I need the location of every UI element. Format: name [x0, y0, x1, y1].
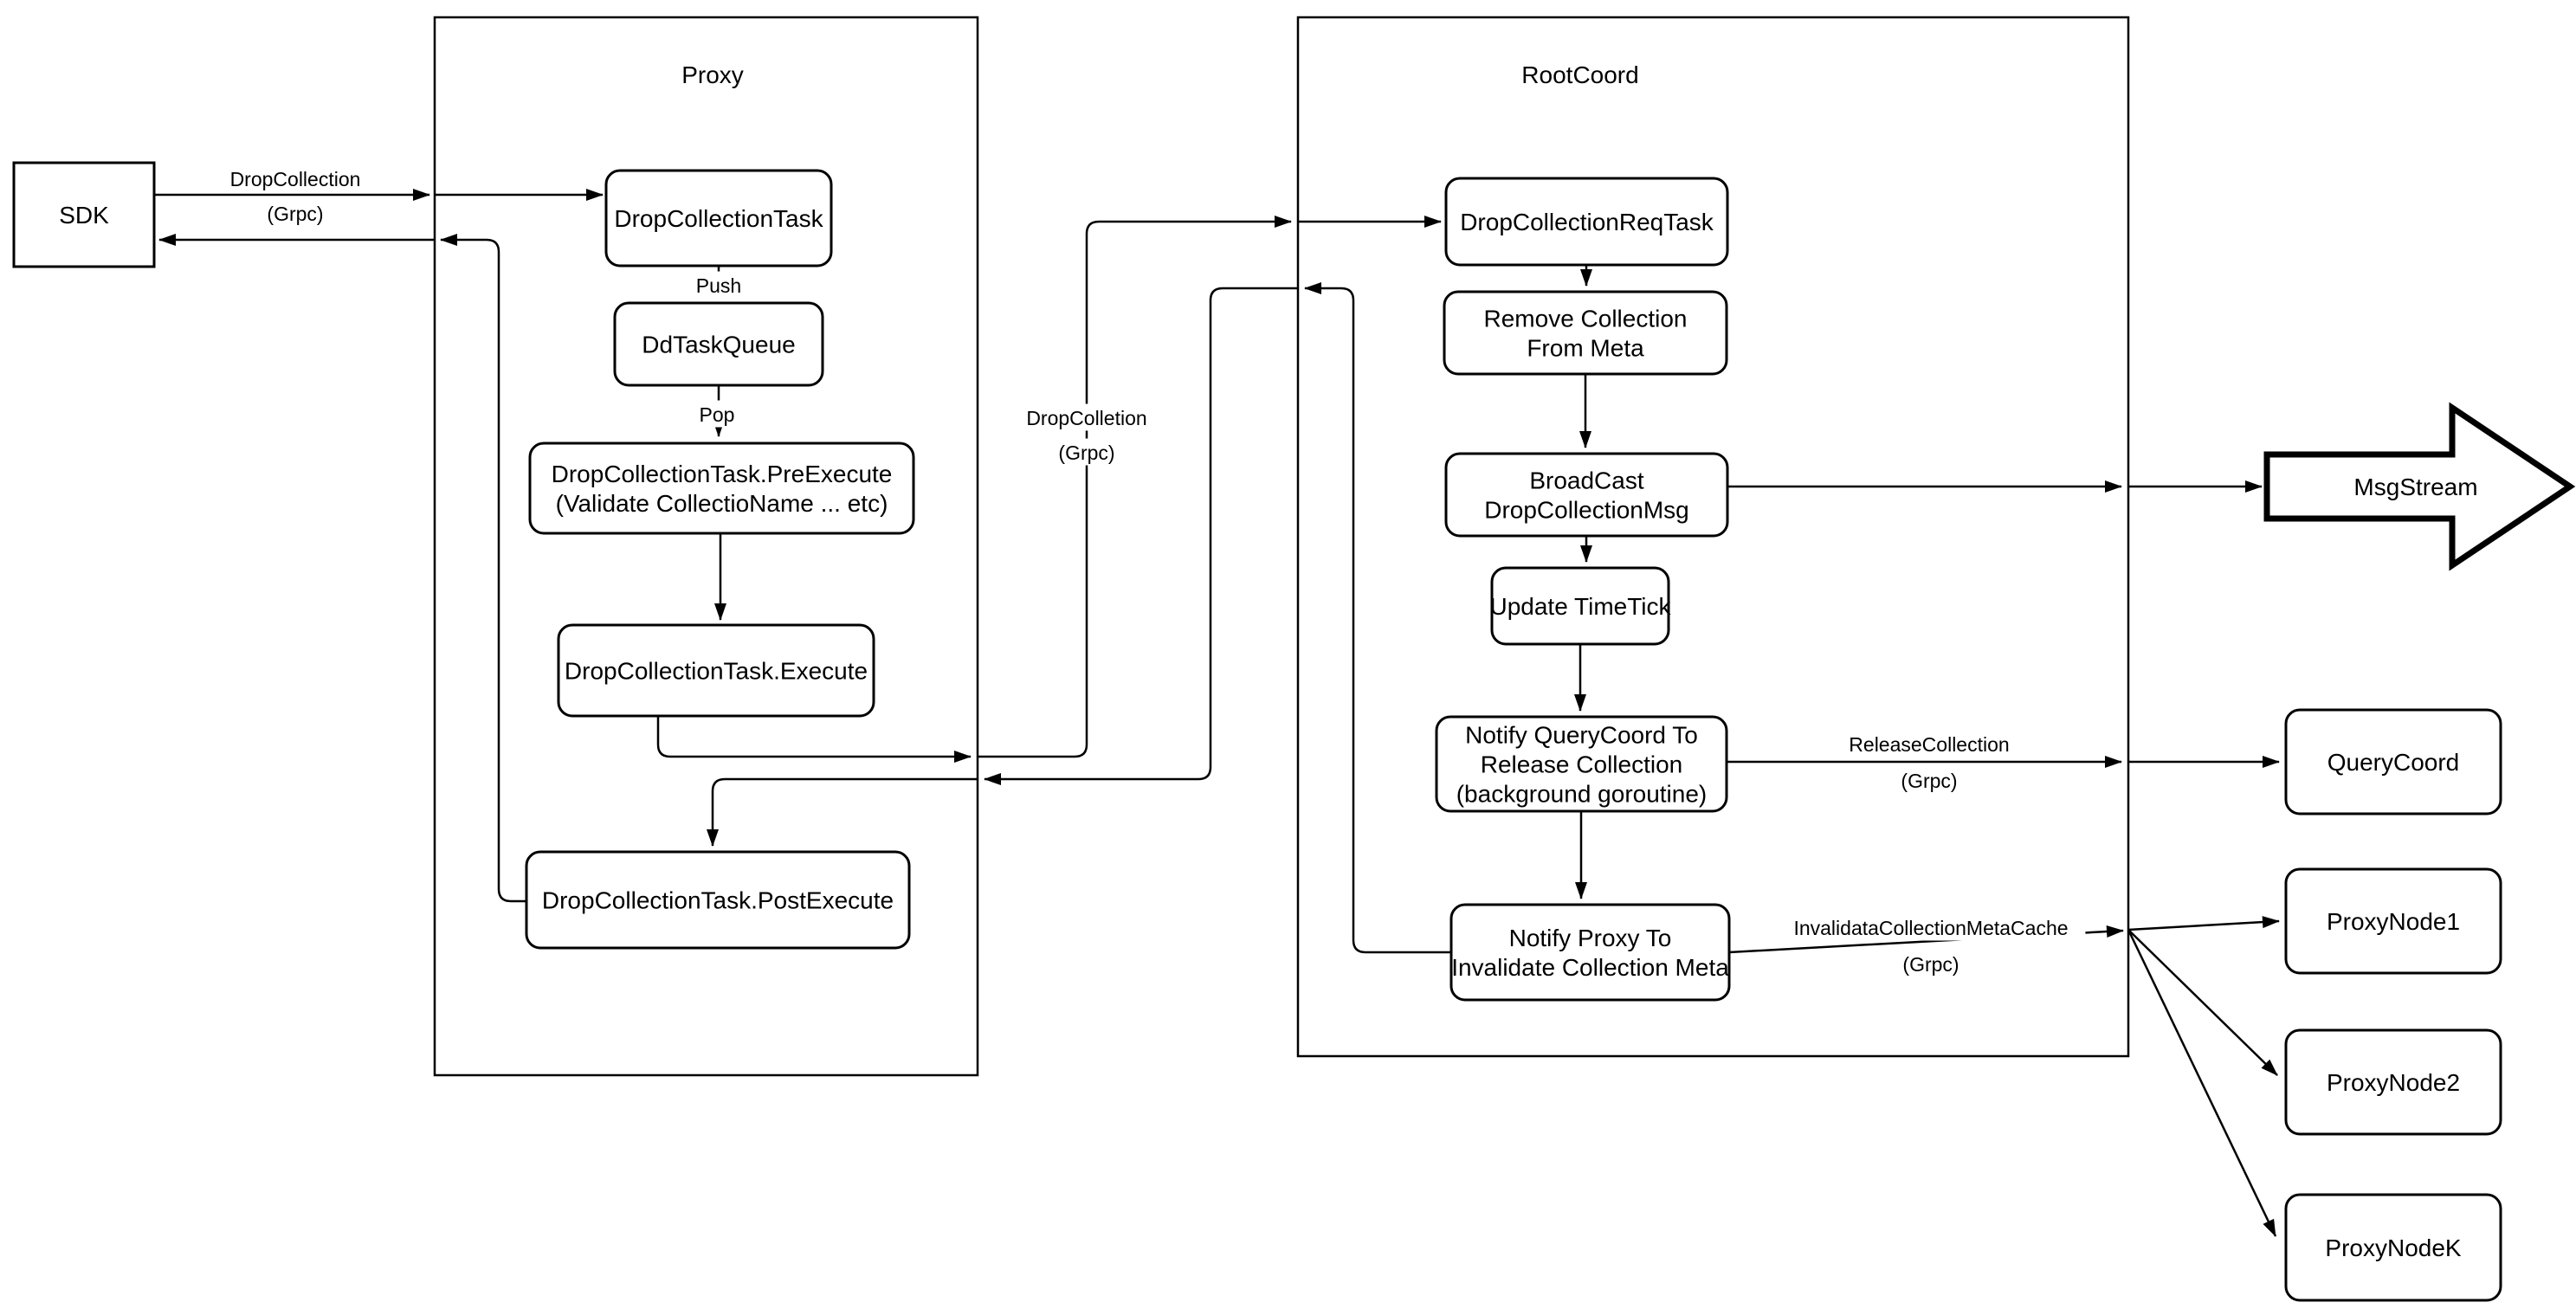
edge-label-label-dropcollection-grpc-line1: DropCollection: [230, 168, 361, 190]
node-remove-collection-from-meta: [1443, 290, 1728, 376]
edge-label-bg-label-dropcolletion-grpc-line2: [1051, 438, 1122, 466]
node-label-drop-collection-req-task: DropCollectionReqTask: [1460, 209, 1714, 235]
edge-label-label-dropcolletion-grpc-line2: (Grpc): [1058, 442, 1114, 464]
edge-label-bg-label-dropcollection-grpc-line1: [218, 164, 372, 192]
node-label-pre-execute-line1: DropCollectionTask.PreExecute: [552, 461, 893, 487]
edge-label-bg-label-releasecollection-line2: [1894, 766, 1965, 794]
node-execute: [557, 623, 875, 718]
edge-label-label-invalidatacache-line2: (Grpc): [1902, 953, 1959, 976]
node-drop-collection-req-task: [1444, 177, 1729, 267]
node-label-drop-collection-task: DropCollectionTask: [614, 205, 823, 232]
node-pre-execute: [528, 442, 915, 535]
node-sdk: [12, 161, 156, 268]
node-dd-task-queue: [613, 301, 824, 387]
node-querycoord: [2284, 708, 2502, 815]
edge-root-edge-to-proxynode1: [2127, 916, 2280, 931]
edge-label-bg-label-push-line1: [694, 271, 744, 299]
node-label-dd-task-queue: DdTaskQueue: [642, 331, 795, 358]
edge-notifyproxy-return-out: [1304, 282, 1451, 954]
shape-label-msgstream: MsgStream: [2353, 474, 2477, 500]
container-title-proxy: Proxy: [681, 61, 744, 88]
edge-proxy-edge-to-root-edge: [978, 216, 1292, 758]
node-label-querycoord: QueryCoord: [2327, 749, 2460, 776]
edge-label-label-releasecollection-line2: (Grpc): [1901, 770, 1957, 792]
node-proxynodek: [2284, 1193, 2502, 1302]
node-label-notify-querycoord-line2: Release Collection: [1481, 751, 1682, 777]
node-label-execute: DropCollectionTask.Execute: [565, 657, 868, 684]
node-proxynode2: [2284, 1028, 2502, 1136]
edge-label-bg-label-dropcollection-grpc-line2: [260, 199, 331, 227]
edge-label-bg-label-invalidatacache-line1: [1776, 913, 2086, 941]
edge-fan-to-proxynode2: [2127, 929, 2278, 1076]
node-drop-collection-task: [604, 169, 833, 268]
node-notify-proxy: [1449, 903, 1731, 1002]
edge-label-label-releasecollection-line1: ReleaseCollection: [1849, 733, 2009, 756]
node-label-sdk: SDK: [59, 202, 109, 229]
edge-fan-to-proxynodek: [2127, 929, 2277, 1237]
node-label-remove-collection-from-meta-line2: From Meta: [1527, 334, 1644, 361]
node-broadcast-drop-collection-msg: [1444, 452, 1729, 538]
node-label-notify-proxy-line2: Invalidate Collection Meta: [1451, 954, 1729, 981]
edge-return-to-postexec: [707, 777, 978, 847]
node-label-broadcast-drop-collection-msg-line1: BroadCast: [1529, 467, 1644, 493]
edge-exec-out-to-proxy-edge: [656, 716, 972, 763]
node-label-remove-collection-from-meta-line1: Remove Collection: [1484, 305, 1688, 332]
node-label-pre-execute-line2: (Validate CollectioName ... etc): [556, 490, 888, 517]
edge-postexec-to-proxy-edge: [440, 234, 526, 903]
edge-label-bg-label-releasecollection-line1: [1837, 730, 2022, 757]
container-proxy: [433, 16, 979, 1077]
edge-label-bg-label-pop-line1: [697, 400, 737, 428]
node-post-execute: [525, 850, 911, 950]
edge-label-bg-label-invalidatacache-line2: [1895, 950, 1966, 977]
shape-msgstream: [2263, 402, 2576, 571]
node-label-notify-querycoord-line1: Notify QueryCoord To: [1465, 721, 1698, 748]
container-title-rootcoord: RootCoord: [1521, 61, 1638, 88]
node-label-post-execute: DropCollectionTask.PostExecute: [542, 886, 894, 913]
node-label-broadcast-drop-collection-msg-line2: DropCollectionMsg: [1484, 496, 1689, 523]
edge-label-label-pop: Pop: [700, 403, 735, 426]
node-label-update-timetick: Update TimeTick: [1489, 593, 1671, 620]
edge-label-label-dropcollection-grpc-line2: (Grpc): [267, 203, 323, 225]
node-label-proxynode1: ProxyNode1: [2327, 908, 2460, 935]
node-proxynode1: [2284, 867, 2502, 975]
node-update-timetick: [1490, 566, 1670, 646]
node-label-notify-querycoord-line3: (background goroutine): [1456, 780, 1708, 807]
edge-label-label-invalidatacache-line1: InvalidataCollectionMetaCache: [1793, 917, 2068, 939]
node-label-notify-proxy-line1: Notify Proxy To: [1509, 925, 1672, 951]
edge-label-label-dropcolletion-grpc-line1: DropColletion: [1026, 407, 1146, 429]
node-label-proxynode2: ProxyNode2: [2327, 1069, 2460, 1096]
edge-label-label-push: Push: [696, 274, 741, 297]
node-notify-querycoord: [1435, 715, 1728, 813]
node-label-proxynodek: ProxyNodeK: [2325, 1234, 2462, 1261]
edge-return-across-gap: [984, 287, 1298, 785]
container-rootcoord: [1296, 16, 2130, 1058]
edge-label-bg-label-dropcolletion-grpc-line1: [1015, 403, 1159, 431]
